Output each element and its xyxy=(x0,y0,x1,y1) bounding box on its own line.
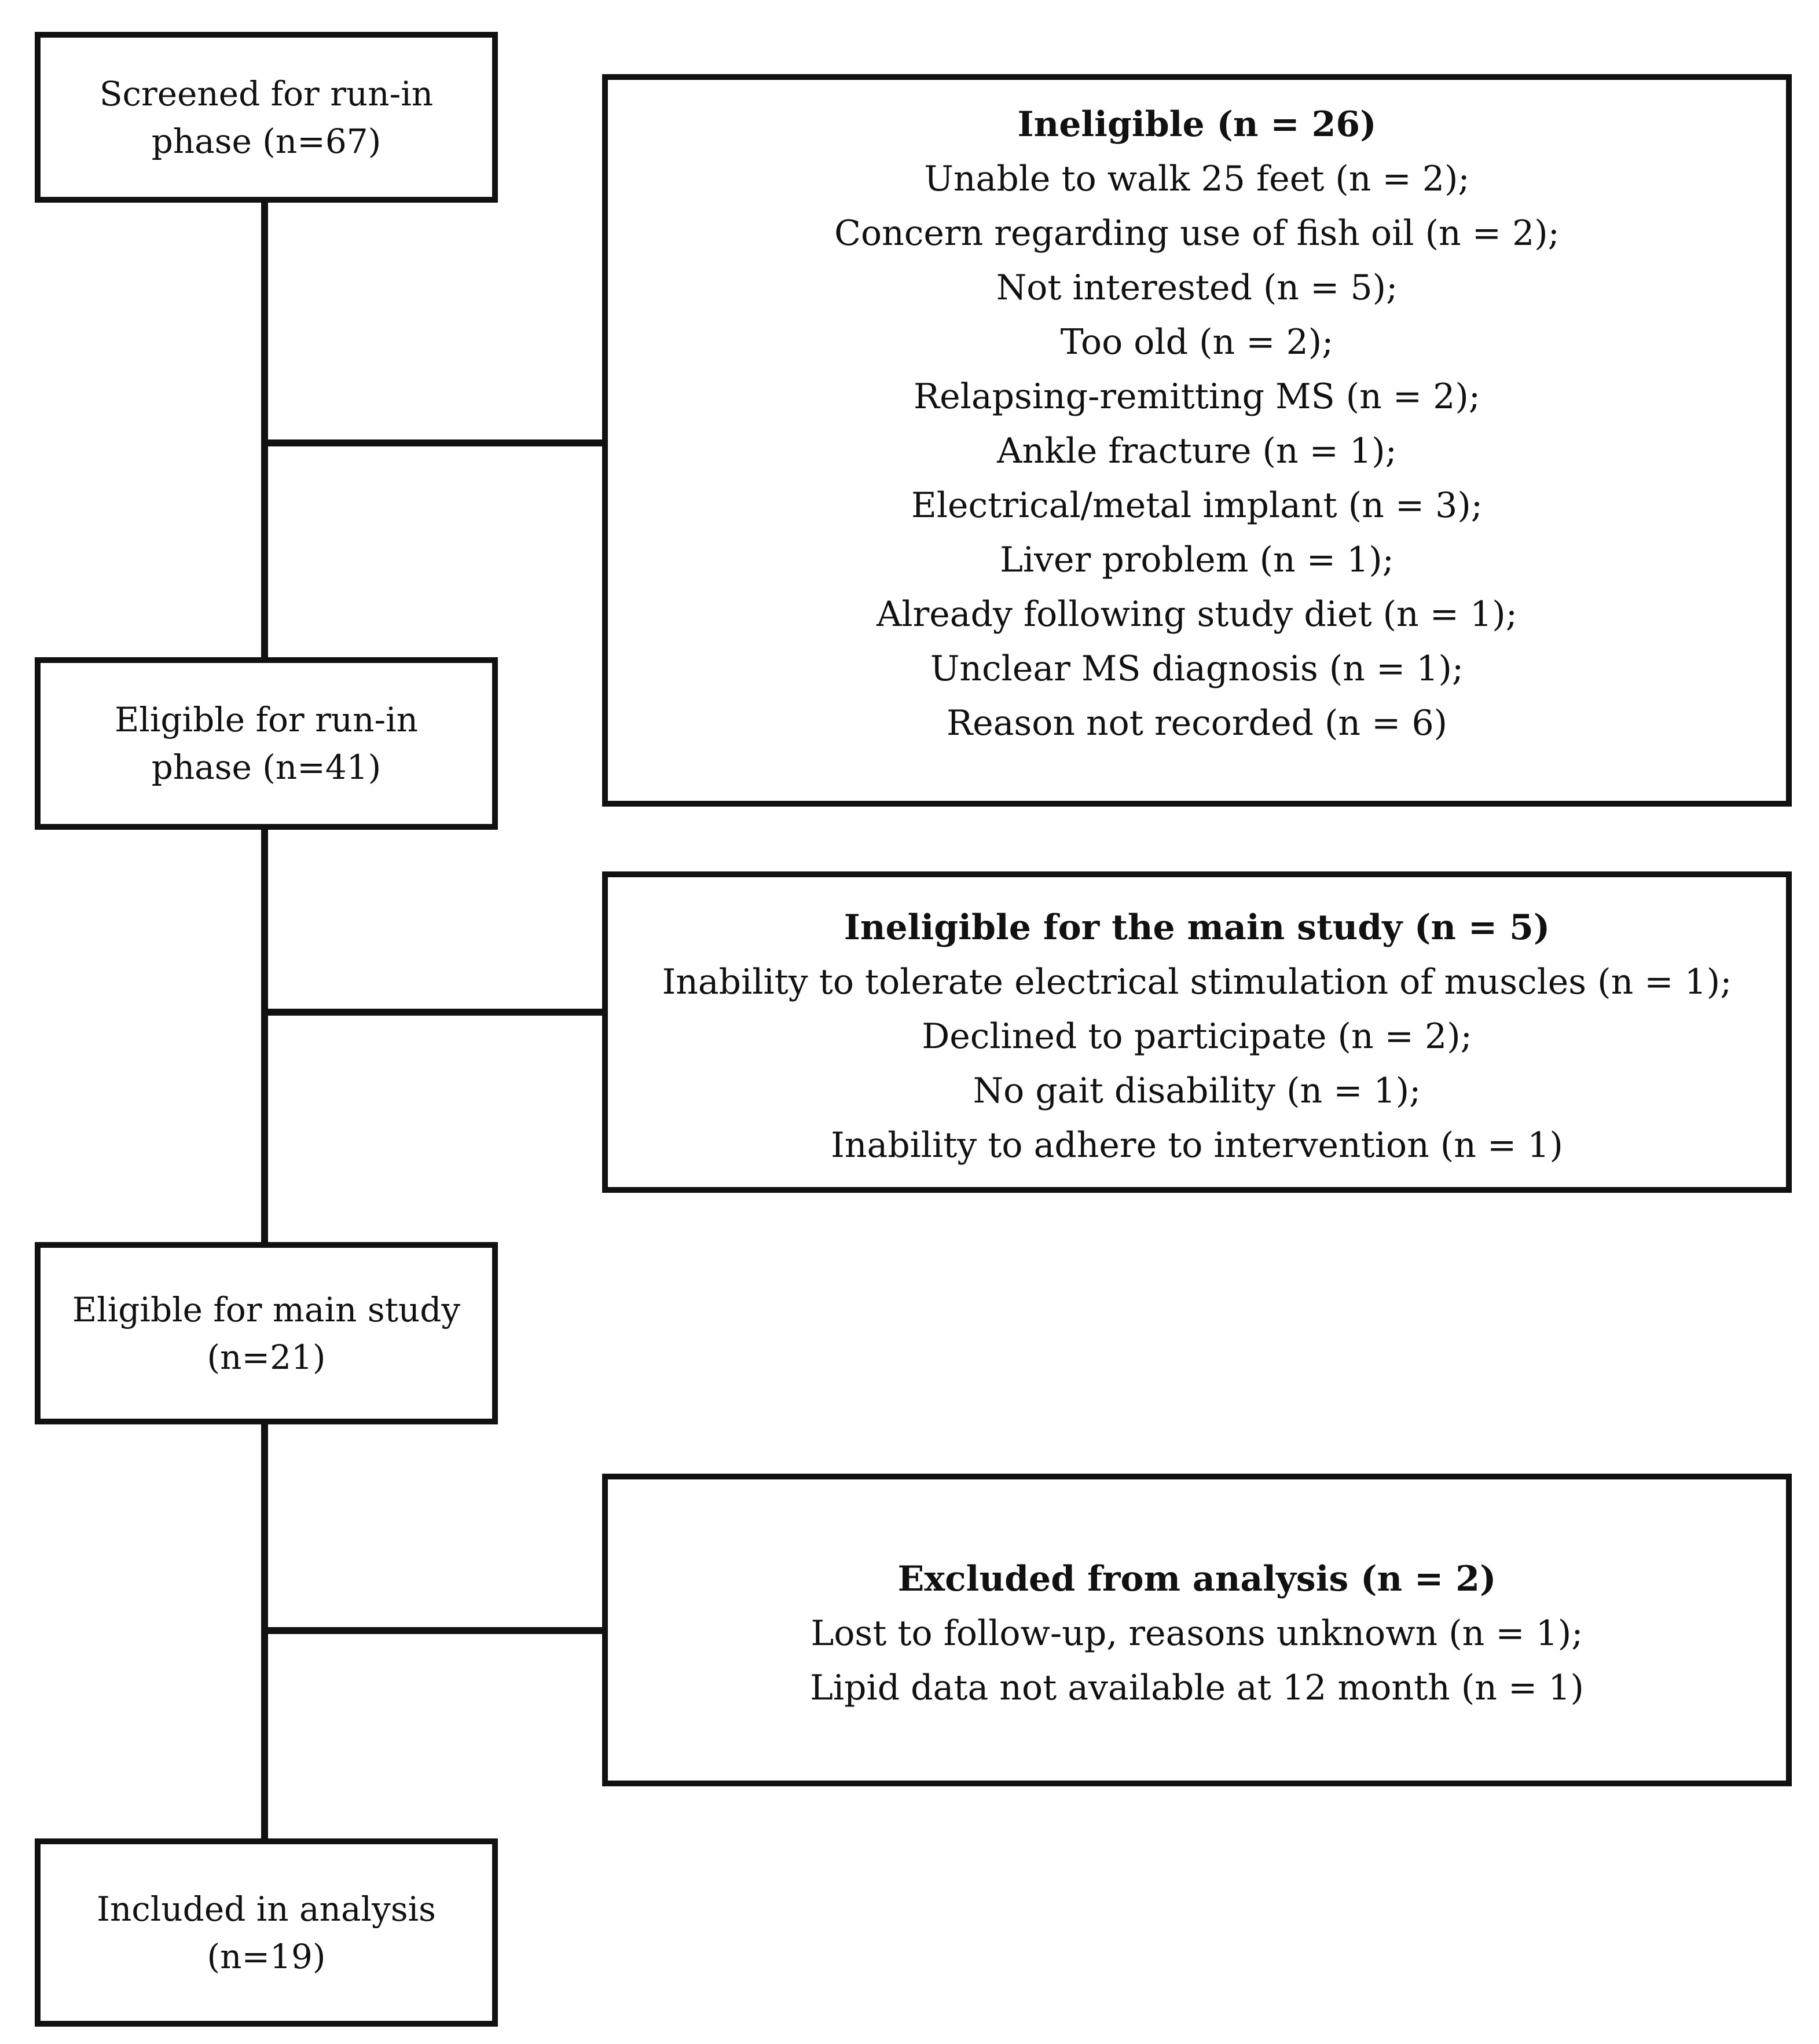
vertical-connector-1 xyxy=(261,200,268,660)
exclusion-box-ineligible: Ineligible (n = 26) Unable to walk 25 fe… xyxy=(602,74,1792,807)
exclusion-reason: Declined to participate (n = 2); xyxy=(922,1016,1472,1057)
exclusion-reason: Lipid data not available at 12 month (n … xyxy=(810,1668,1584,1708)
exclusion-reason: Lost to follow-up, reasons unknown (n = … xyxy=(811,1613,1583,1654)
exclusion-reason: Relapsing-remitting MS (n = 2); xyxy=(913,376,1481,417)
exclusion-reason: Reason not recorded (n = 6) xyxy=(946,703,1448,743)
exclusion-heading: Excluded from analysis (n = 2) xyxy=(897,1559,1497,1599)
exclusion-box-excluded-analysis: Excluded from analysis (n = 2) Lost to f… xyxy=(602,1474,1792,1786)
stage-count-line: phase (n=41) xyxy=(151,748,382,787)
stage-label-line: Eligible for main study xyxy=(72,1290,461,1329)
exclusion-reason: Not interested (n = 5); xyxy=(996,268,1398,308)
branch-connector-2 xyxy=(261,1009,608,1016)
stage-box-eligible-main: Eligible for main study (n=21) xyxy=(35,1242,498,1424)
exclusion-reason: Unclear MS diagnosis (n = 1); xyxy=(930,649,1464,689)
exclusion-reason: Unable to walk 25 feet (n = 2); xyxy=(924,159,1470,199)
exclusion-reason: Concern regarding use of fish oil (n = 2… xyxy=(834,213,1560,254)
stage-label-line: Eligible for run-in xyxy=(114,700,419,739)
exclusion-reason: Ankle fracture (n = 1); xyxy=(997,431,1397,471)
exclusion-reason: Already following study diet (n = 1); xyxy=(877,594,1517,635)
stage-count-line: (n=19) xyxy=(207,1936,326,1976)
exclusion-reason: Too old (n = 2); xyxy=(1060,322,1334,362)
exclusion-reason: Electrical/metal implant (n = 3); xyxy=(911,485,1483,526)
branch-connector-1 xyxy=(261,439,608,446)
exclusion-heading: Ineligible for the main study (n = 5) xyxy=(844,907,1550,948)
exclusion-box-ineligible-main-study: Ineligible for the main study (n = 5) In… xyxy=(602,871,1792,1193)
stage-box-screened: Screened for run-in phase (n=67) xyxy=(35,32,498,203)
exclusion-reason: No gait disability (n = 1); xyxy=(973,1071,1421,1111)
stage-label-line: Included in analysis xyxy=(97,1889,436,1929)
exclusion-reason: Inability to adhere to intervention (n =… xyxy=(831,1125,1563,1166)
exclusion-heading: Ineligible (n = 26) xyxy=(1017,104,1377,145)
stage-count-line: (n=21) xyxy=(207,1337,326,1377)
exclusion-reason: Inability to tolerate electrical stimula… xyxy=(662,962,1732,1002)
vertical-connector-2 xyxy=(261,825,268,1245)
stage-box-eligible-run-in: Eligible for run-in phase (n=41) xyxy=(35,657,498,830)
stage-label-line: Screened for run-in xyxy=(99,74,434,113)
stage-box-included: Included in analysis (n=19) xyxy=(35,1838,498,2027)
stage-count-line: phase (n=67) xyxy=(151,121,382,161)
exclusion-reason: Liver problem (n = 1); xyxy=(1000,540,1394,580)
branch-connector-3 xyxy=(261,1627,608,1634)
